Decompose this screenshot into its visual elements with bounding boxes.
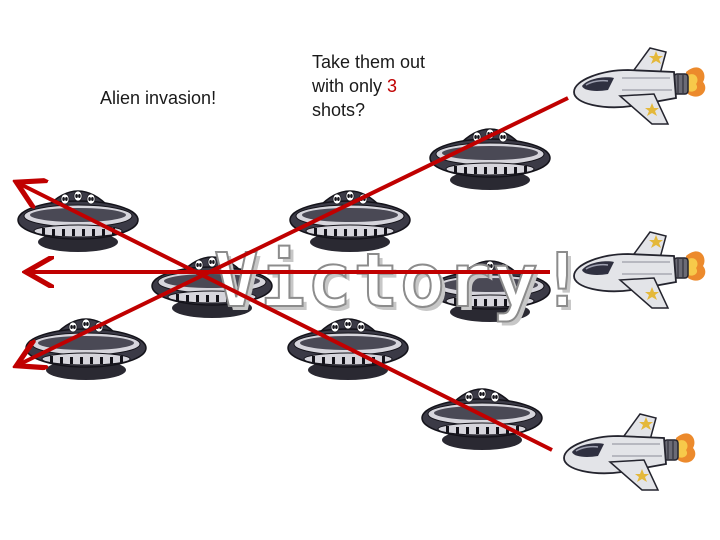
prompt-text-start: Take them out with only — [312, 52, 426, 96]
shot-top — [20, 96, 569, 364]
shot-bottom — [20, 184, 553, 452]
game-title: Alien invasion! — [100, 88, 217, 108]
prompt-text-end: shots? — [312, 100, 366, 120]
challenge-prompt: Take them out with only 3 shots? — [312, 50, 442, 122]
shot-count: 3 — [387, 76, 398, 96]
